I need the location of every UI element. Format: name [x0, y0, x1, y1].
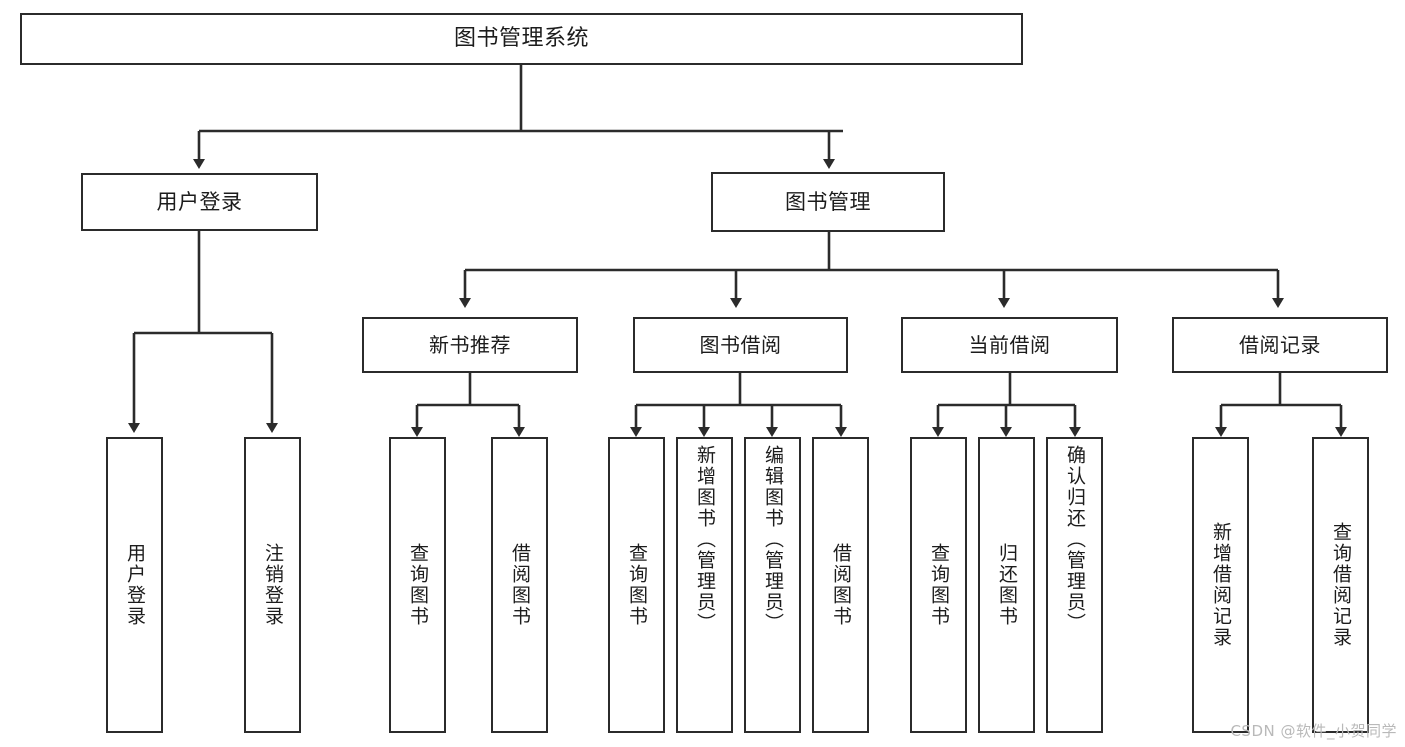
node-label: 注销登录: [262, 543, 284, 627]
node-label: 借阅记录: [1239, 332, 1321, 357]
node-label: 借阅图书: [830, 543, 852, 627]
node-label: 图书借阅: [699, 332, 782, 357]
leaf-book-borrow-edit-book-admin[interactable]: 编辑图书（管理员）: [744, 437, 801, 733]
node-label: 借阅图书: [509, 543, 531, 627]
node-label: 用户登录: [124, 543, 146, 627]
node-user-login[interactable]: 用户登录: [81, 173, 318, 231]
node-label: 编辑图书（管理员）: [762, 445, 784, 634]
leaf-borrow-record-query-record[interactable]: 查询借阅记录: [1312, 437, 1369, 733]
node-new-book-recommend[interactable]: 新书推荐: [362, 317, 578, 373]
node-borrow-record[interactable]: 借阅记录: [1172, 317, 1388, 373]
node-label: 查询图书: [407, 543, 429, 627]
node-label: 新增图书（管理员）: [694, 445, 716, 634]
node-label: 查询借阅记录: [1330, 522, 1352, 648]
node-label: 归还图书: [996, 543, 1018, 627]
node-root-book-management-system[interactable]: 图书管理系统: [20, 13, 1023, 65]
node-current-borrow[interactable]: 当前借阅: [901, 317, 1118, 373]
leaf-borrow-record-add-record[interactable]: 新增借阅记录: [1192, 437, 1249, 733]
leaf-book-borrow-borrow-book[interactable]: 借阅图书: [812, 437, 869, 733]
leaf-user-login-login[interactable]: 用户登录: [106, 437, 163, 733]
node-book-borrow[interactable]: 图书借阅: [633, 317, 848, 373]
leaf-user-login-logout[interactable]: 注销登录: [244, 437, 301, 733]
node-book-management[interactable]: 图书管理: [711, 172, 945, 232]
leaf-current-borrow-return-book[interactable]: 归还图书: [978, 437, 1035, 733]
leaf-new-book-borrow-book[interactable]: 借阅图书: [491, 437, 548, 733]
node-label: 图书管理系统: [453, 26, 589, 52]
leaf-current-borrow-query-book[interactable]: 查询图书: [910, 437, 967, 733]
node-label: 新书推荐: [429, 332, 511, 357]
node-label: 图书管理: [785, 189, 871, 214]
node-label: 查询图书: [626, 543, 648, 627]
node-label: 新增借阅记录: [1210, 522, 1232, 648]
leaf-book-borrow-add-book-admin[interactable]: 新增图书（管理员）: [676, 437, 733, 733]
node-label: 查询图书: [928, 543, 950, 627]
node-label: 确认归还（管理员）: [1064, 445, 1086, 634]
leaf-book-borrow-query-book[interactable]: 查询图书: [608, 437, 665, 733]
leaf-new-book-query-book[interactable]: 查询图书: [389, 437, 446, 733]
node-label: 用户登录: [156, 189, 243, 214]
csdn-watermark: CSDN @软件_小贺同学: [1230, 722, 1397, 740]
leaf-current-borrow-confirm-return-admin[interactable]: 确认归还（管理员）: [1046, 437, 1103, 733]
node-label: 当前借阅: [968, 332, 1051, 357]
